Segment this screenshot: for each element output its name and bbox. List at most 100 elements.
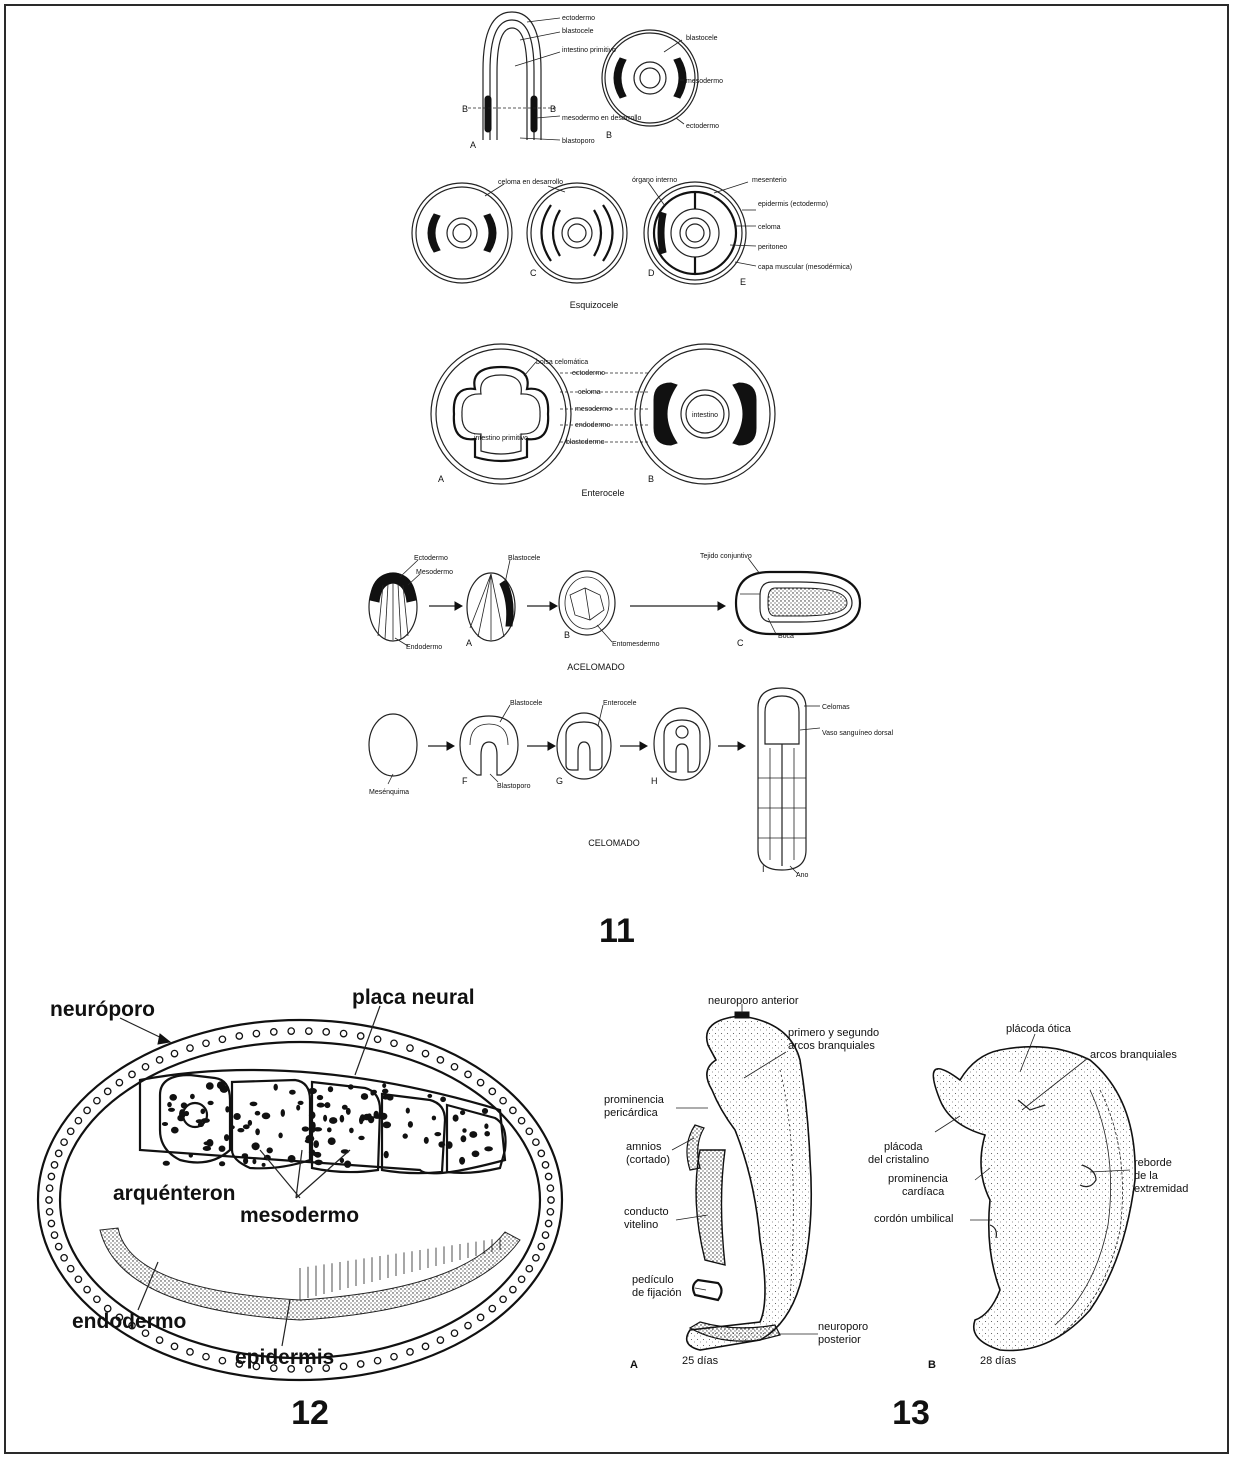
fig13-B-label-cardiaca-2: cardíaca — [902, 1186, 945, 1198]
fig11-r1-letter-B: B — [606, 130, 612, 140]
fig12-label-arquenteron: arquénteron — [113, 1182, 236, 1205]
fig11-r2-label-2: mesenterio — [752, 177, 787, 184]
fig11-row1-gastrula-A — [468, 12, 556, 140]
fig13-A-label-arcos-2: arcos branquiales — [788, 1040, 875, 1052]
fig13-B-label-reborde-2: de la — [1134, 1170, 1159, 1182]
fig13-A-label-arcos-1: primero y segundo — [788, 1027, 879, 1039]
fig11-r3-label-2: celoma — [578, 389, 601, 396]
fig11-r5-letter-I: I — [762, 864, 765, 874]
fig11-row5-I — [758, 688, 806, 870]
fig11-r5-label-2: Blastoporo — [497, 783, 531, 790]
fig11-r4-label-5: Tejido conjuntivo — [700, 553, 752, 560]
fig13-B-letter: B — [928, 1359, 936, 1371]
fig11-row1-cross-B — [602, 30, 698, 126]
fig11-r4-letter-A: A — [466, 638, 472, 648]
fig12-diagram: neuróporo placa neural arquénteron mesod… — [38, 986, 562, 1432]
fig11-r3-label-6: intestino primitivo — [474, 435, 528, 442]
fig11-r2-label-6: capa muscular (mesodérmica) — [758, 264, 852, 271]
fig11-r1-label-6: blastoporo — [562, 138, 595, 145]
fig11-r1-label-5: mesodermo en desarrollo — [562, 115, 641, 122]
fig11-r5-letter-F: F — [462, 776, 468, 786]
fig11-r4-caption: ACELOMADO — [567, 662, 625, 672]
fig11-r4-label-1: Mesodermo — [416, 569, 453, 576]
fig11-r3-label-0: bolsa celomática — [536, 359, 588, 366]
fig11-r1-label-2: intestino primitivo — [562, 47, 616, 54]
fig11-row4: Ectodermo Mesodermo Endodermo Blastocele… — [369, 553, 860, 672]
fig11-row1: ectodermo blastocele intestino primitivo… — [462, 12, 723, 150]
fig11-r5-label-6: Ano — [796, 872, 809, 879]
fig13-B-label-umbilical: cordón umbilical — [874, 1213, 953, 1225]
fig11-row4-C — [559, 571, 615, 635]
fig11-r2-label-3: epidermis (ectodermo) — [758, 201, 828, 208]
fig11-r5-caption: CELOMADO — [588, 838, 640, 848]
fig11-r1-label-1: blastocele — [562, 28, 594, 35]
fig11-r1-label-3: B — [462, 104, 468, 114]
fig11-row2-D — [527, 183, 627, 283]
fig11-r1b-label-0: blastocele — [686, 35, 718, 42]
fig11-row5-H — [654, 708, 710, 780]
fig11-r3-label-3: mesodermo — [575, 406, 612, 413]
fig11-row4-B — [467, 573, 515, 641]
fig13-A-label-pericardica-2: pericárdica — [604, 1107, 659, 1119]
fig13-embryo-B — [933, 1047, 1135, 1351]
fig11-r3-label-4: endodermo — [575, 422, 611, 429]
fig13-A-label-posterior-1: neuroporo — [818, 1321, 868, 1333]
fig13-B-label-reborde-1: reborde — [1134, 1157, 1172, 1169]
fig11-r4-letter-C: C — [737, 638, 744, 648]
fig11-r5-label-3: Enterocele — [603, 700, 637, 707]
fig11-r5-label-1: Blastocele — [510, 700, 542, 707]
fig11-r2-letter-C: C — [530, 268, 537, 278]
fig12-label-placa-neural: placa neural — [352, 986, 475, 1009]
figure-number-11: 11 — [599, 912, 635, 950]
fig11-r3-label-1: ectodermo — [572, 370, 605, 377]
fig13-diagram: neuroporo anterior primero y segundo arc… — [604, 995, 1188, 1432]
fig13-A-label-amnios-1: amnios — [626, 1141, 662, 1153]
fig11-row4-D — [736, 572, 860, 634]
fig11-r3-letter-B: B — [648, 474, 654, 484]
fig11-r5-label-5: Vaso sanguíneo dorsal — [822, 730, 894, 737]
fig11-row2-C — [412, 183, 512, 283]
fig11-r5-label-0: Mesénquima — [369, 789, 409, 796]
fig11-r3-caption: Enterocele — [581, 488, 624, 498]
fig11-r3-letter-A: A — [438, 474, 444, 484]
fig11-r2-label-4: celoma — [758, 224, 781, 231]
fig11-row4-arrows — [429, 602, 725, 610]
fig13-B-label-cardiaca-1: prominencia — [888, 1173, 949, 1185]
fig13-A-label-vitelino-2: vitelino — [624, 1219, 658, 1231]
fig11-r4-label-3: Blastocele — [508, 555, 540, 562]
fig11-r5-label-4: Celomas — [822, 704, 850, 711]
fig11-r2-caption: Esquizocele — [570, 300, 619, 310]
fig11-r1b-label-1: mesodermo — [686, 78, 723, 85]
fig11-r4-label-2: Endodermo — [406, 644, 442, 651]
fig13-A-label-pediculo-2: de fijación — [632, 1287, 682, 1299]
fig13-A-age: 25 días — [682, 1355, 719, 1367]
fig13-embryo-A — [687, 1012, 812, 1350]
fig11-diagram: ectodermo blastocele intestino primitivo… — [369, 12, 894, 950]
fig12-label-endodermo: endodermo — [72, 1310, 186, 1333]
fig13-B-label-arcos: arcos branquiales — [1090, 1049, 1177, 1061]
fig13-B-label-cristalino-1: plácoda — [884, 1141, 923, 1153]
fig11-r1-label-0: ectodermo — [562, 15, 595, 22]
fig11-row5-F — [460, 716, 518, 775]
fig13-B-age: 28 días — [980, 1355, 1017, 1367]
fig13-B-label-reborde-3: extremidad — [1134, 1183, 1188, 1195]
fig11-r4-letter-B: B — [564, 630, 570, 640]
fig12-label-epidermis: epidermis — [235, 1346, 334, 1369]
fig11-r4-label-0: Ectodermo — [414, 555, 448, 562]
fig11-r2-label-5: peritoneo — [758, 244, 787, 251]
fig13-B-label-cristalino-2: del cristalino — [868, 1154, 929, 1166]
fig11-r3-label-7: intestino — [692, 412, 718, 419]
fig11-r2-label-0: celoma en desarrollo — [498, 179, 563, 186]
fig13-A-label-vitelino-1: conducto — [624, 1206, 669, 1218]
fig12-label-mesodermo: mesodermo — [240, 1204, 359, 1227]
fig13-A-label-pericardica-1: prominencia — [604, 1094, 665, 1106]
fig11-r4-label-6: Boca — [778, 633, 794, 640]
fig13-B-label-placoda-otica: plácoda ótica — [1006, 1023, 1072, 1035]
fig13-A-label-amnios-2: (cortado) — [626, 1154, 670, 1166]
fig11-r1-label-4: B — [550, 104, 556, 114]
fig13-A-letter: A — [630, 1359, 638, 1371]
fig13-A-label-pediculo-1: pedículo — [632, 1274, 674, 1286]
fig11-row3: bolsa celomática ectodermo celoma mesode… — [431, 344, 775, 498]
fig11-r2-letter-D: D — [648, 268, 655, 278]
